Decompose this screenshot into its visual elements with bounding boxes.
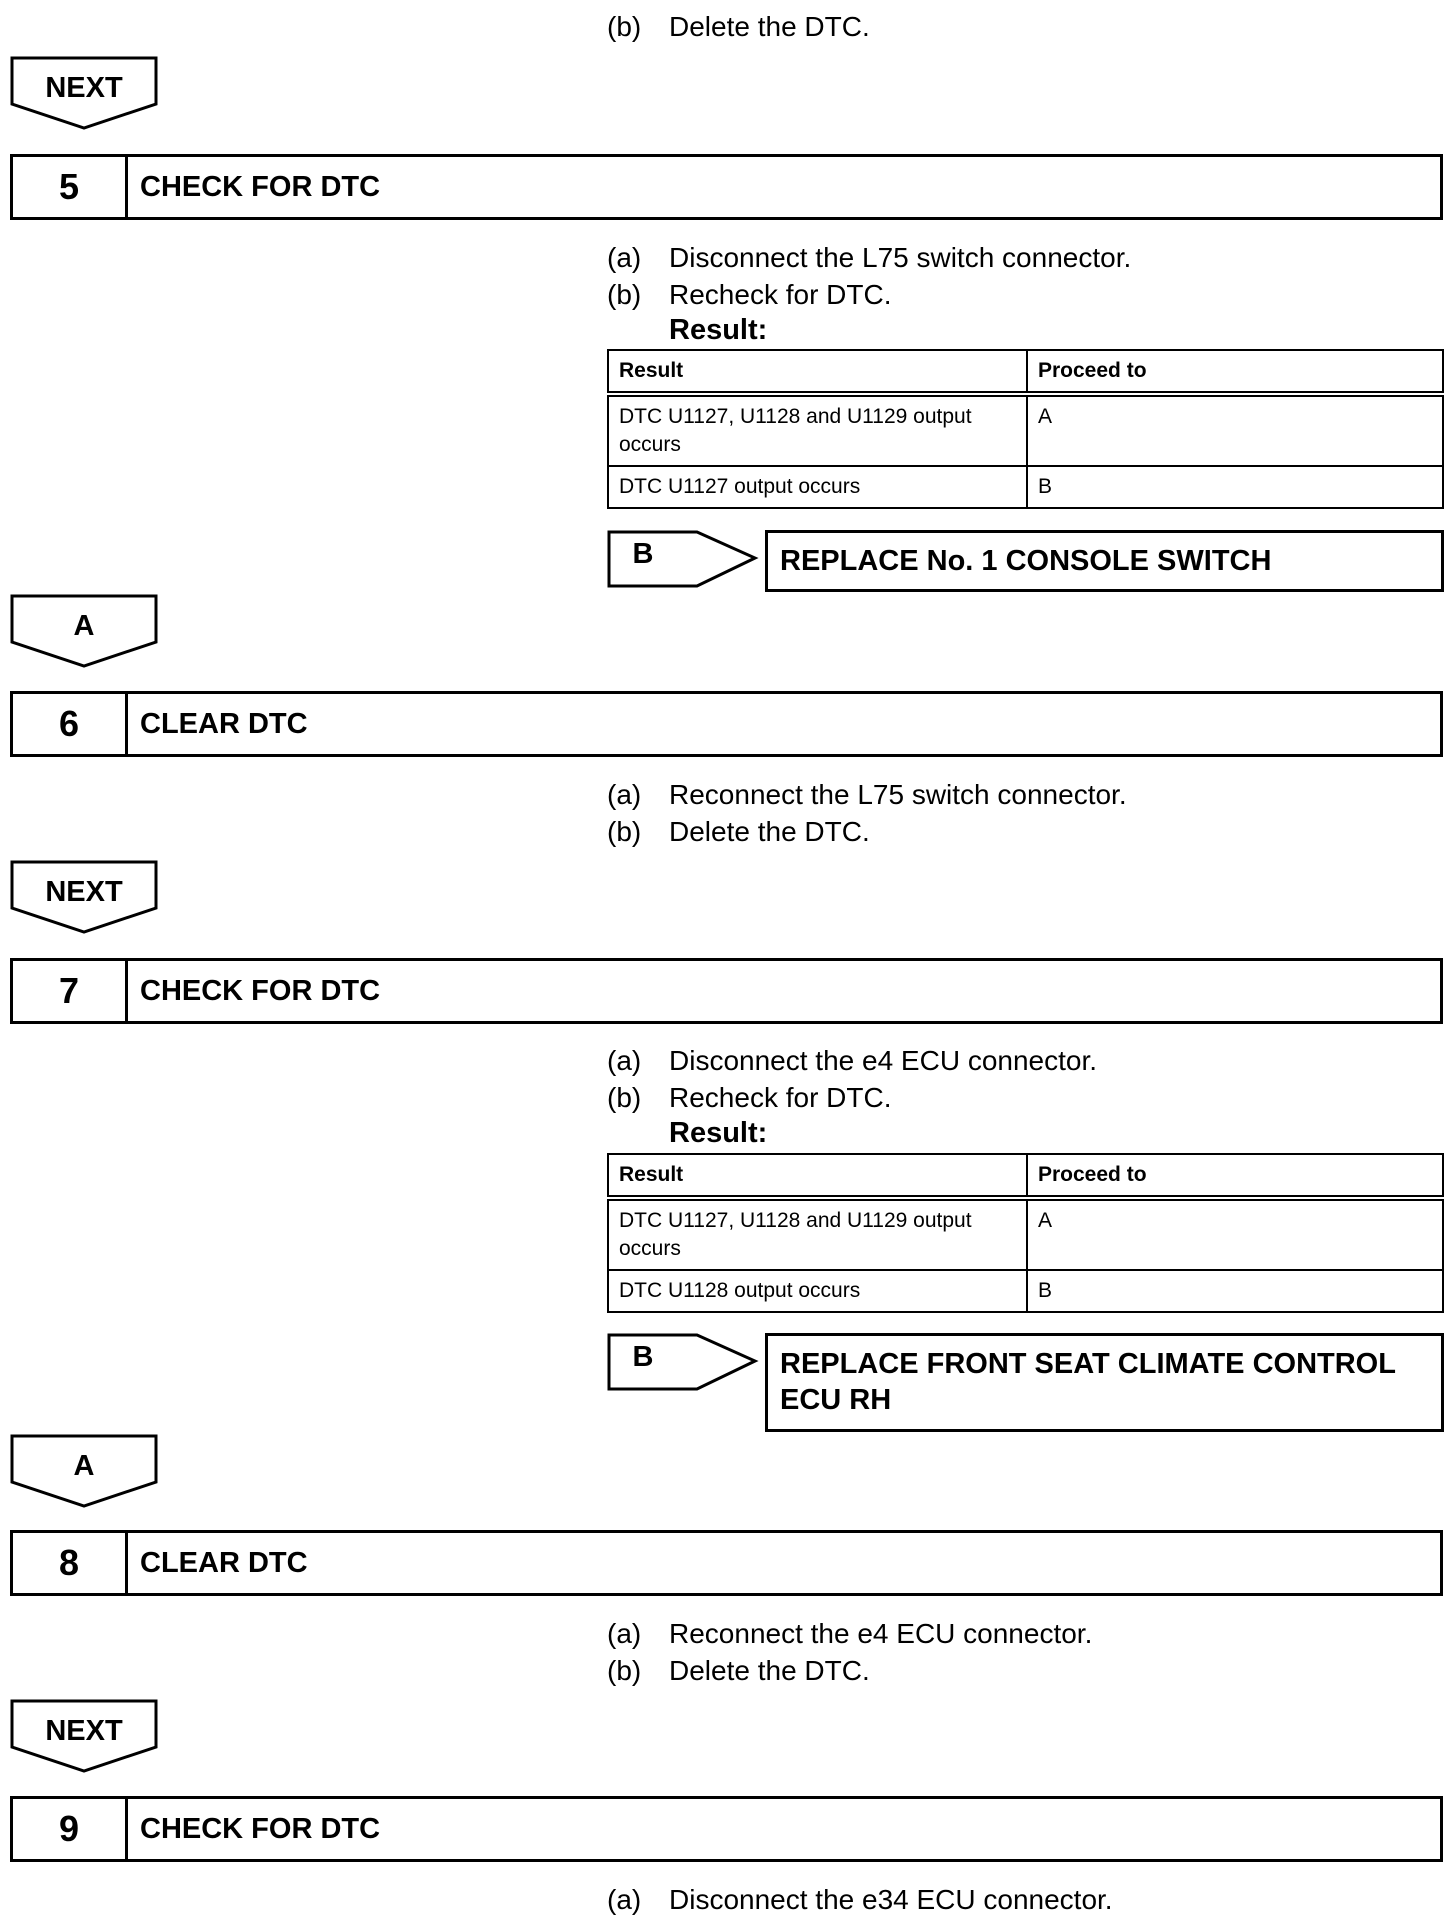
item-label: (a) — [607, 242, 642, 273]
branch-label: B — [632, 1341, 654, 1373]
item-text: Reconnect the e4 ECU connector. — [669, 1618, 1093, 1649]
step-9-header: 9 CHECK FOR DTC — [10, 1796, 1443, 1862]
down-arrow-shape — [10, 56, 158, 130]
table-row: DTC U1127, U1128 and U1129 output occurs… — [607, 1197, 1444, 1271]
result-cell: DTC U1128 output occurs — [607, 1269, 1028, 1313]
step-title: CLEAR DTC — [140, 1546, 308, 1579]
next-arrow: NEXT — [10, 860, 158, 934]
step-title: CLEAR DTC — [140, 707, 308, 740]
step-number: 7 — [13, 961, 128, 1021]
step-title: CHECK FOR DTC — [140, 974, 381, 1007]
step-8-header: 8 CLEAR DTC — [10, 1530, 1443, 1596]
step-5-header: 5 CHECK FOR DTC — [10, 154, 1443, 220]
branch-b-result: B REPLACE No. 1 CONSOLE SWITCH — [607, 530, 1444, 592]
next-label: NEXT — [45, 876, 123, 908]
result-table: Result Proceed to DTC U1127, U1128 and U… — [607, 349, 1444, 509]
column-header: Result — [607, 1153, 1028, 1201]
result-heading: Result: — [669, 1117, 768, 1149]
item-label: (b) — [607, 1082, 642, 1113]
item-label: (b) — [607, 11, 642, 42]
instruction-line: (a) Disconnect the L75 switch connector. — [607, 244, 1131, 272]
result-table: Result Proceed to DTC U1127, U1128 and U… — [607, 1153, 1444, 1313]
item-label: (b) — [607, 279, 642, 310]
table-row: DTC U1128 output occurs B — [607, 1269, 1444, 1313]
item-text: Delete the DTC. — [669, 11, 870, 42]
item-text: Recheck for DTC. — [669, 279, 892, 310]
step-6-header: 6 CLEAR DTC — [10, 691, 1443, 757]
branch-a-arrow: A — [10, 594, 158, 668]
item-text: Disconnect the L75 switch connector. — [669, 242, 1132, 273]
table-row: DTC U1127, U1128 and U1129 output occurs… — [607, 393, 1444, 467]
instruction-line: (b) Delete the DTC. — [607, 818, 870, 846]
table-header-row: Result Proceed to — [607, 1153, 1444, 1201]
item-label: (b) — [607, 1655, 642, 1686]
instruction-line: (b) Delete the DTC. — [607, 1657, 870, 1685]
step-number: 6 — [13, 694, 128, 754]
down-arrow-shape — [10, 1434, 158, 1508]
instruction-line: (a) Reconnect the e4 ECU connector. — [607, 1620, 1092, 1648]
item-text: Reconnect the L75 switch connector. — [669, 779, 1127, 810]
result-cell: DTC U1127, U1128 and U1129 output occurs — [607, 393, 1028, 467]
branch-a-label: A — [73, 610, 95, 642]
next-label: NEXT — [45, 72, 123, 104]
table-row: DTC U1127 output occurs B — [607, 465, 1444, 509]
item-label: (a) — [607, 779, 642, 810]
result-cell: DTC U1127, U1128 and U1129 output occurs — [607, 1197, 1028, 1271]
proceed-cell: B — [1026, 1269, 1444, 1313]
step-number: 9 — [13, 1799, 128, 1859]
branch-a-arrow: A — [10, 1434, 158, 1508]
instruction-line: (b) Recheck for DTC. — [607, 281, 892, 309]
table-header-row: Result Proceed to — [607, 349, 1444, 397]
next-label: NEXT — [45, 1715, 123, 1747]
proceed-cell: A — [1026, 1197, 1444, 1271]
item-label: (a) — [607, 1618, 642, 1649]
proceed-cell: A — [1026, 393, 1444, 467]
column-header: Result — [607, 349, 1028, 397]
step-7-header: 7 CHECK FOR DTC — [10, 958, 1443, 1024]
instruction-line: (a) Reconnect the L75 switch connector. — [607, 781, 1127, 809]
item-text: Delete the DTC. — [669, 816, 870, 847]
step-number: 5 — [13, 157, 128, 217]
item-text: Disconnect the e34 ECU connector. — [669, 1884, 1113, 1915]
branch-label: B — [632, 538, 654, 570]
step-title: CHECK FOR DTC — [140, 170, 381, 203]
instruction-line: (b) Delete the DTC. — [607, 13, 870, 41]
proceed-cell: B — [1026, 465, 1444, 509]
result-cell: DTC U1127 output occurs — [607, 465, 1028, 509]
next-arrow: NEXT — [10, 56, 158, 130]
item-text: Recheck for DTC. — [669, 1082, 892, 1113]
column-header: Proceed to — [1026, 1153, 1444, 1201]
branch-action: REPLACE FRONT SEAT CLIMATE CONTROL ECU R… — [765, 1333, 1444, 1432]
instruction-line: (b) Recheck for DTC. — [607, 1084, 892, 1112]
branch-a-label: A — [73, 1450, 95, 1482]
down-arrow-shape — [10, 594, 158, 668]
branch-b-result: B REPLACE FRONT SEAT CLIMATE CONTROL ECU… — [607, 1333, 1444, 1432]
instruction-line: (a) Disconnect the e34 ECU connector. — [607, 1886, 1113, 1914]
branch-action: REPLACE No. 1 CONSOLE SWITCH — [765, 530, 1444, 592]
right-arrow-shape — [607, 1333, 759, 1391]
down-arrow-shape — [10, 860, 158, 934]
step-title: CHECK FOR DTC — [140, 1812, 381, 1845]
result-heading: Result: — [669, 314, 768, 346]
next-arrow: NEXT — [10, 1699, 158, 1773]
item-text: Disconnect the e4 ECU connector. — [669, 1045, 1098, 1076]
instruction-line: (a) Disconnect the e4 ECU connector. — [607, 1047, 1097, 1075]
column-header: Proceed to — [1026, 349, 1444, 397]
step-number: 8 — [13, 1533, 128, 1593]
item-text: Delete the DTC. — [669, 1655, 870, 1686]
item-label: (b) — [607, 816, 642, 847]
item-label: (a) — [607, 1884, 642, 1915]
item-label: (a) — [607, 1045, 642, 1076]
right-arrow-shape — [607, 530, 759, 588]
down-arrow-shape — [10, 1699, 158, 1773]
